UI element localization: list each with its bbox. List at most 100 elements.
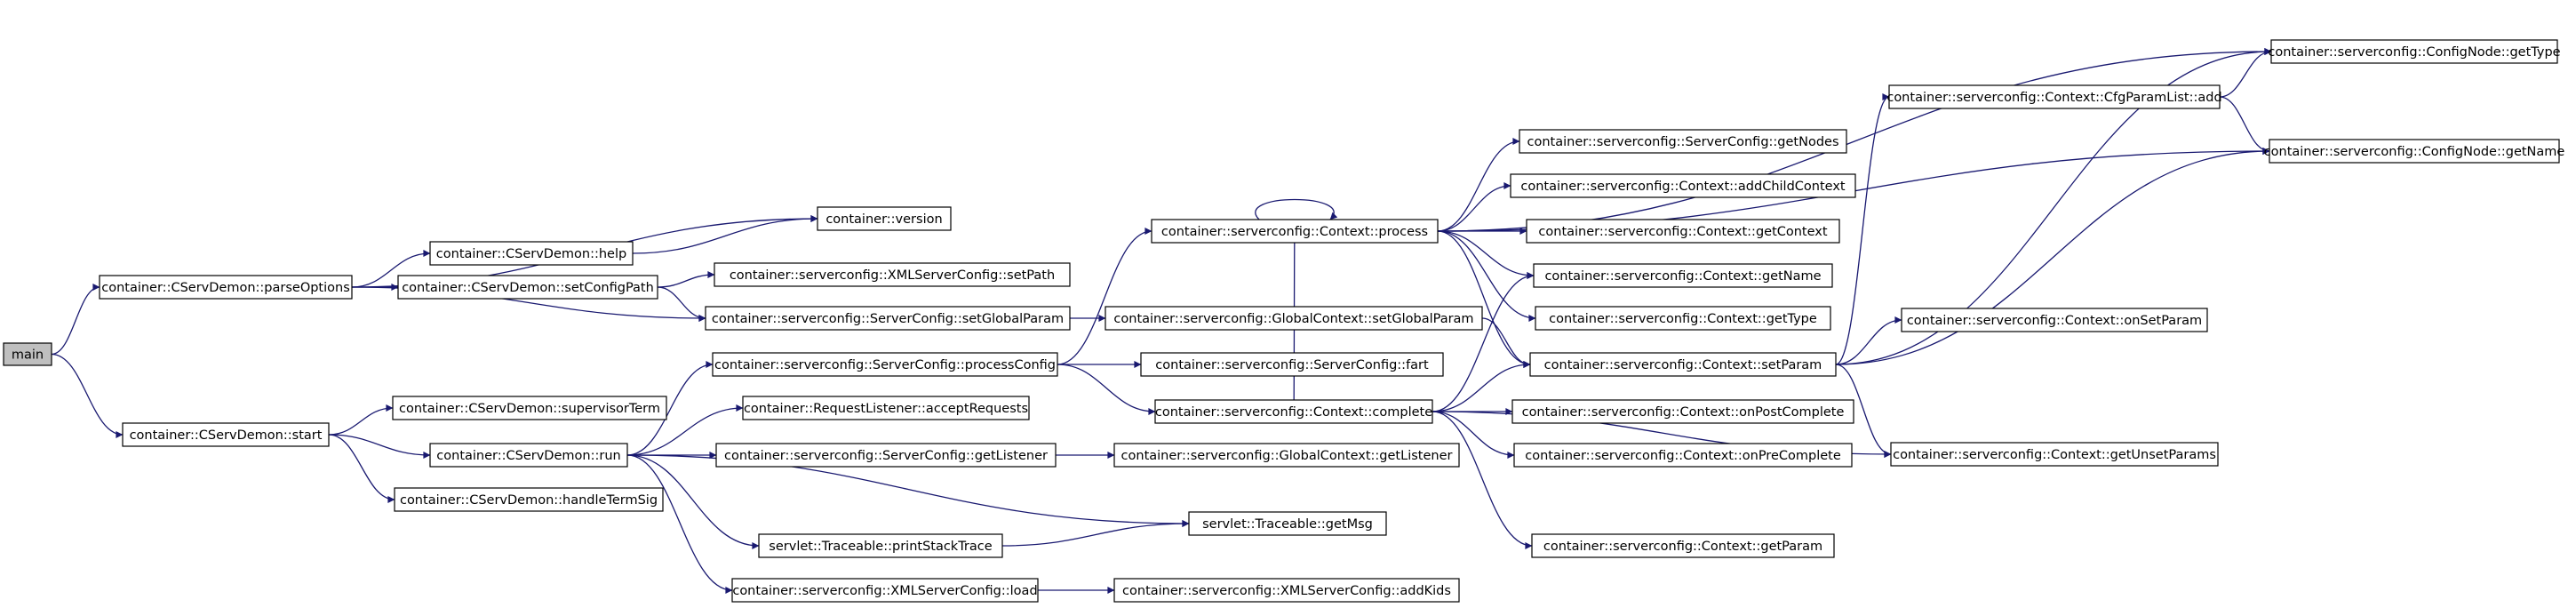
edge-main-to-parseOptions [51,284,100,356]
node-handleTermSig[interactable]: container::CServDemon::handleTermSig [394,487,664,512]
edge-cfgAdd-to-cnGetName [2219,96,2270,155]
edge-run-to-acceptRequests [626,404,744,456]
node-box [1113,578,1460,603]
node-label: container::serverconfig::ServerConfig::g… [1527,135,1839,149]
node-label: container::serverconfig::ServerConfig::f… [1155,358,1429,372]
node-label: container::serverconfig::ServerConfig::s… [712,312,1064,326]
node-label: container::serverconfig::Context::setPar… [1544,358,1822,372]
node-xmlLoad[interactable]: container::serverconfig::XMLServerConfig… [731,578,1039,603]
edge-setParam-to-cfgAdd [1835,93,1890,365]
node-acceptRequests[interactable]: container::RequestListener::acceptReques… [742,396,1030,420]
node-box [1113,443,1460,468]
node-printStackTrace[interactable]: servlet::Traceable::printStackTrace [758,533,1003,558]
node-supervisorTerm[interactable]: container::CServDemon::supervisorTerm [392,396,667,420]
node-getParam[interactable]: container::serverconfig::Context::getPar… [1531,533,1835,558]
node-label: container::serverconfig::GlobalContext::… [1113,312,1473,326]
node-version[interactable]: container::version [817,206,952,231]
node-box [817,206,952,231]
node-box [99,275,353,300]
node-cfgAdd[interactable]: container::serverconfig::Context::CfgPar… [1886,84,2222,109]
edge-processConfig-to-complete [1057,364,1156,415]
node-label: container::serverconfig::ConfigNode::get… [2264,145,2565,159]
edge-setConfigPath-to-scSetGlobalParam [657,286,706,322]
node-cnGetName[interactable]: container::serverconfig::ConfigNode::get… [2264,139,2565,164]
node-box [1531,533,1835,558]
node-label: container::CServDemon::supervisorTerm [399,402,660,416]
node-label: container::serverconfig::Context::getNam… [1544,269,1821,284]
node-box [3,342,52,366]
node-onSetParam[interactable]: container::serverconfig::Context::onSetP… [1901,308,2208,332]
edge-help-to-version [632,215,818,254]
edge-run-to-printStackTrace [626,454,760,549]
node-label: container::CServDemon::parseOptions [101,281,350,295]
node-cnGetType[interactable]: container::serverconfig::ConfigNode::get… [2268,39,2561,64]
node-gcSetGlobalParam[interactable]: container::serverconfig::GlobalContext::… [1105,306,1483,331]
node-scSetGlobalParam[interactable]: container::serverconfig::ServerConfig::s… [705,306,1071,331]
node-box [1890,442,2219,467]
edge-parseOptions-to-help [351,250,431,288]
node-label: container::serverconfig::Context::getTyp… [1549,312,1817,326]
node-ctxGetType[interactable]: container::serverconfig::Context::getTyp… [1535,306,1831,331]
edge-setParam-to-onSetParam [1835,316,1902,365]
node-run[interactable]: container::CServDemon::run [429,443,628,468]
node-getNodes[interactable]: container::serverconfig::ServerConfig::g… [1519,129,1847,154]
node-box [1151,219,1439,244]
edge-main-to-start [51,353,124,438]
node-xmlSetPath[interactable]: container::serverconfig::XMLServerConfig… [714,262,1071,287]
node-onPreComplete[interactable]: container::serverconfig::Context::onPreC… [1513,443,1853,468]
node-start[interactable]: container::CServDemon::start [122,422,330,447]
edge-setConfigPath-to-xmlSetPath [657,271,715,288]
node-label: servlet::Traceable::getMsg [1202,517,1373,532]
node-setConfigPath[interactable]: container::CServDemon::setConfigPath [397,275,658,300]
node-label: container::serverconfig::Context::comple… [1155,405,1432,420]
node-getMsg[interactable]: servlet::Traceable::getMsg [1188,511,1387,536]
node-ctxGetName[interactable]: container::serverconfig::Context::getNam… [1533,263,1833,288]
node-label: container::serverconfig::ConfigNode::get… [2268,45,2560,60]
node-box [2269,139,2560,164]
node-label: container::RequestListener::acceptReques… [744,402,1028,416]
node-label: container::serverconfig::Context::onPost… [1522,405,1845,420]
node-box [705,306,1071,331]
edge-gcSetGlobalParam-to-setParam [1481,317,1531,368]
node-box [397,275,658,300]
node-box [1888,84,2221,109]
node-box [1154,399,1433,424]
edge-process-to-addChildContext [1437,182,1511,232]
node-addChildContext[interactable]: container::serverconfig::Context::addChi… [1510,173,1856,198]
node-getUnsetParams[interactable]: container::serverconfig::Context::getUns… [1890,442,2219,467]
node-box [122,422,330,447]
edge-run-to-processConfig [626,361,714,456]
node-setParam[interactable]: container::serverconfig::Context::setPar… [1529,352,1837,377]
edge-start-to-run [328,434,431,459]
node-parseOptions[interactable]: container::CServDemon::parseOptions [99,275,353,300]
node-scGetListener[interactable]: container::serverconfig::ServerConfig::g… [715,443,1057,468]
node-label: container::version [825,212,942,227]
node-label: container::serverconfig::GlobalContext::… [1121,449,1453,463]
node-label: container::serverconfig::ServerConfig::g… [724,449,1048,463]
node-label: container::serverconfig::ServerConfig::p… [714,358,1056,372]
nodes-layer: maincontainer::CServDemon::parseOptionsc… [3,39,2565,603]
node-box [1529,352,1837,377]
edge-process-to-ctxGetType [1437,230,1536,322]
node-label: container::CServDemon::handleTermSig [400,493,658,508]
node-label: container::CServDemon::setConfigPath [402,281,654,295]
node-processConfig[interactable]: container::serverconfig::ServerConfig::p… [712,352,1058,377]
edge-process-to-ctxGetName [1437,230,1535,279]
node-box [1535,306,1831,331]
node-label: container::serverconfig::Context::onSetP… [1907,314,2202,328]
node-label: container::CServDemon::help [436,247,626,261]
node-complete[interactable]: container::serverconfig::Context::comple… [1154,399,1433,424]
node-addKids[interactable]: container::serverconfig::XMLServerConfig… [1113,578,1460,603]
node-gcGetListener[interactable]: container::serverconfig::GlobalContext::… [1113,443,1460,468]
node-box [1105,306,1483,331]
node-getContext[interactable]: container::serverconfig::Context::getCon… [1526,219,1840,244]
node-label: container::serverconfig::XMLServerConfig… [1122,584,1451,598]
node-label: container::serverconfig::Context::onPreC… [1525,449,1841,463]
node-help[interactable]: container::CServDemon::help [429,241,634,266]
edge-setParam-to-getUnsetParams [1835,364,1892,458]
node-fart[interactable]: container::serverconfig::ServerConfig::f… [1140,352,1444,377]
edge-process-to-getNodes [1437,138,1520,232]
node-box [1901,308,2208,332]
node-onPostComplete[interactable]: container::serverconfig::Context::onPost… [1511,399,1854,424]
node-process[interactable]: container::serverconfig::Context::proces… [1151,219,1439,244]
